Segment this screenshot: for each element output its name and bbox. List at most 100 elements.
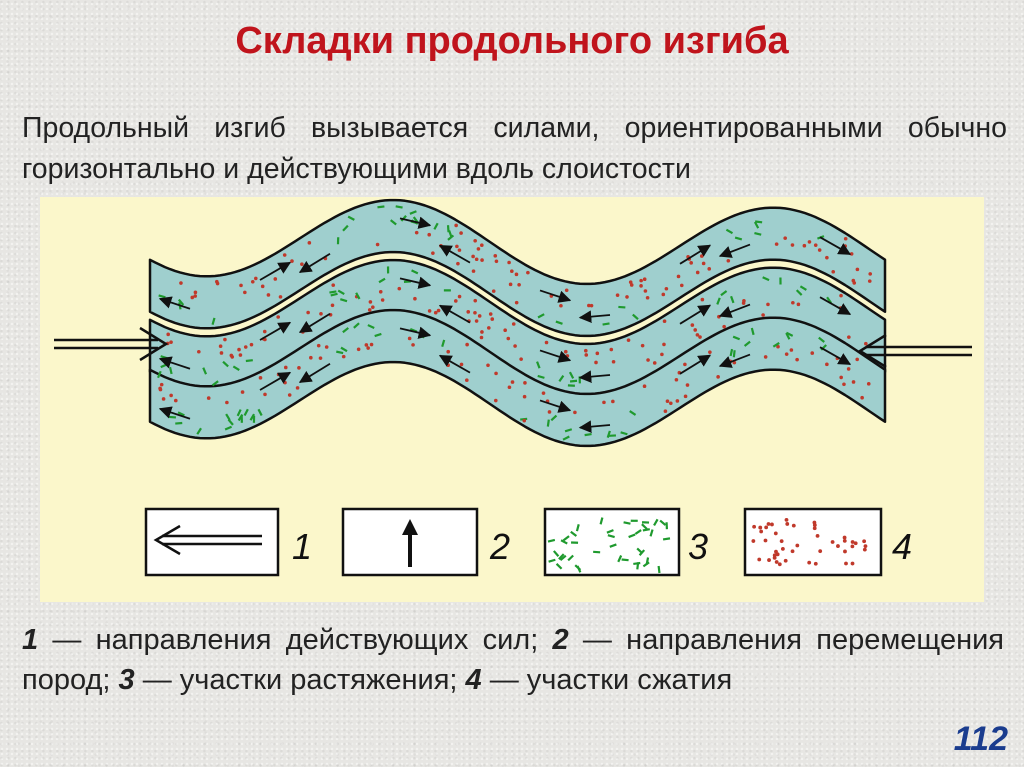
compression-mark	[193, 290, 198, 295]
compression-mark	[480, 258, 484, 262]
extension-mark	[168, 415, 177, 419]
compression-mark	[683, 394, 688, 399]
compression-mark	[683, 362, 687, 367]
extension-mark	[245, 359, 253, 363]
extension-mark	[568, 371, 575, 379]
extension-mark	[448, 230, 453, 238]
extension-mark	[754, 232, 762, 236]
extension-mark	[555, 320, 563, 325]
compression-mark	[456, 261, 460, 266]
legend-extension-mark	[567, 554, 574, 562]
compression-mark	[266, 293, 271, 297]
compression-mark	[669, 401, 673, 406]
compression-mark	[479, 335, 484, 340]
legend-extension-mark	[562, 535, 570, 542]
compression-mark	[676, 274, 681, 279]
movement-arrow	[399, 326, 432, 339]
compression-mark	[273, 277, 278, 281]
legend-compression-mark	[842, 538, 847, 543]
extension-mark	[569, 379, 578, 383]
compression-mark	[356, 347, 361, 352]
legend-description: 1 — направления действующих сил; 2 — нап…	[22, 620, 1004, 700]
legend-num-4: 4	[892, 526, 912, 567]
compression-mark	[433, 310, 438, 315]
legend-extension-mark	[617, 555, 623, 563]
legend-compression-mark	[818, 549, 823, 554]
compression-mark	[839, 375, 843, 380]
compression-mark	[589, 303, 594, 308]
legend-compression-mark	[863, 544, 868, 549]
compression-mark	[283, 380, 287, 385]
compression-mark	[685, 383, 690, 387]
legend-extension-mark	[653, 518, 659, 526]
movement-arrow	[438, 354, 471, 374]
compression-mark	[847, 335, 851, 339]
extension-mark	[716, 297, 721, 305]
compression-mark	[397, 286, 402, 291]
extension-mark	[536, 361, 541, 369]
compression-mark	[173, 398, 178, 403]
extension-mark	[330, 292, 338, 297]
compression-mark	[480, 243, 484, 248]
rock-layer-3	[148, 308, 887, 448]
legend-extension-mark	[662, 537, 671, 541]
legend-compression-mark	[773, 531, 778, 536]
legend-compression-mark	[862, 547, 867, 552]
legend-compression-mark	[774, 560, 779, 564]
compression-mark	[215, 281, 220, 286]
legend-extension-mark	[623, 521, 631, 525]
legend-compression-mark	[763, 538, 768, 543]
movement-arrow	[679, 244, 712, 265]
compression-mark	[206, 396, 211, 400]
compression-mark	[431, 251, 435, 255]
compression-mark	[615, 293, 620, 297]
compression-mark	[413, 296, 417, 301]
compression-mark	[378, 289, 383, 294]
extension-mark	[249, 413, 256, 421]
compression-mark	[693, 328, 698, 332]
compression-mark	[559, 303, 563, 308]
compression-mark	[380, 298, 385, 302]
legend-extension-mark	[634, 529, 642, 535]
compression-mark	[810, 351, 815, 355]
legend-desc-num-4: 4	[465, 664, 482, 696]
extension-mark	[584, 433, 592, 437]
extension-mark	[629, 410, 637, 416]
compression-mark	[193, 294, 197, 298]
extension-mark	[785, 332, 791, 340]
compression-mark	[238, 353, 243, 357]
compression-mark	[494, 259, 499, 264]
extension-mark	[755, 220, 763, 224]
compression-mark	[493, 254, 498, 258]
legend-compression-mark	[791, 523, 796, 528]
compression-mark	[169, 340, 173, 344]
compression-mark	[507, 385, 512, 390]
compression-mark	[375, 242, 380, 247]
compression-mark	[789, 348, 794, 352]
legend-extension-mark	[552, 550, 560, 557]
extension-mark	[537, 313, 545, 319]
movement-arrow	[539, 399, 572, 413]
legend-compression-mark	[850, 544, 855, 549]
movement-arrow	[819, 296, 852, 315]
compression-mark	[864, 341, 868, 346]
extension-mark	[602, 322, 610, 326]
legend-compression-mark	[752, 524, 757, 529]
legend-extension-mark	[628, 533, 636, 539]
extension-mark	[157, 370, 162, 379]
legend-extension-mark	[548, 558, 556, 563]
extension-mark	[732, 335, 741, 341]
legend-extension-mark	[657, 565, 661, 574]
extension-mark	[336, 350, 344, 355]
legend-compression-mark	[815, 533, 820, 538]
compression-mark	[514, 272, 519, 277]
extension-mark	[620, 431, 628, 436]
intro-paragraph: Продольный изгиб вызывается силами, орие…	[22, 112, 1007, 185]
extension-mark	[550, 414, 558, 422]
movement-arrow	[259, 261, 292, 281]
compression-mark	[243, 345, 248, 349]
movement-arrow	[819, 236, 852, 255]
compression-mark	[583, 348, 588, 353]
compression-mark	[664, 286, 669, 291]
compression-mark	[761, 313, 765, 317]
